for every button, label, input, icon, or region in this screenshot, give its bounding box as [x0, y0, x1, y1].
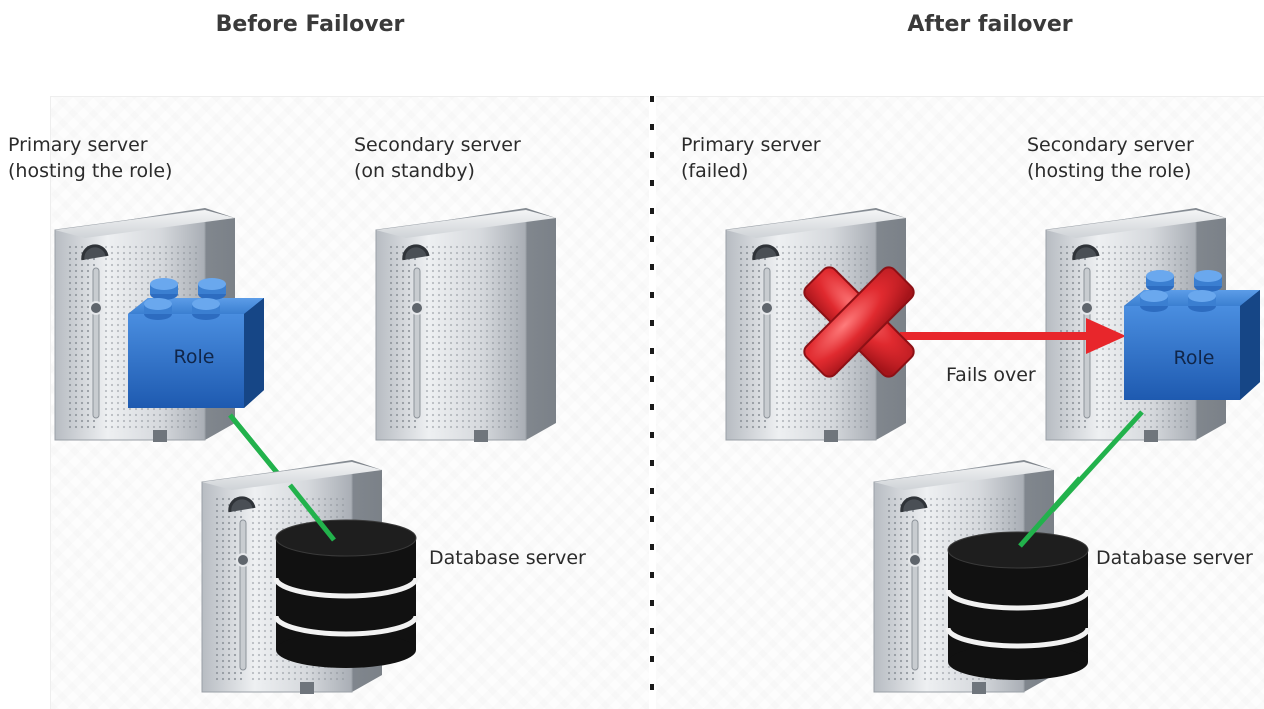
secondary-server-icon: [374, 206, 558, 444]
role-label-after: Role: [1174, 347, 1215, 369]
before-failover-heading: Before Failover: [215, 12, 405, 37]
secondary-server-label: Secondary server (on standby): [354, 132, 521, 184]
database-server-label: Database server: [429, 547, 586, 569]
primary-server-status: (hosting the role): [8, 160, 173, 182]
primary-server-label: Primary server (hosting the role): [8, 132, 172, 184]
database-server-label-after: Database server: [1096, 547, 1253, 569]
db-connection-line-top: [288, 483, 336, 542]
new-host-status: (hosting the role): [1027, 160, 1192, 182]
primary-server-title: Primary server: [8, 134, 148, 156]
panel-divider: [650, 96, 654, 708]
failed-x-icon: [803, 266, 915, 378]
failed-primary-server-label: Primary server (failed): [681, 132, 821, 184]
new-host-server-label: Secondary server (hosting the role): [1027, 132, 1194, 184]
after-failover-heading: After failover: [907, 12, 1073, 37]
secondary-server-status: (on standby): [354, 160, 475, 182]
role-label: Role: [174, 346, 215, 368]
database-cylinder-icon: [276, 520, 416, 668]
fails-over-label: Fails over: [946, 364, 1036, 386]
failover-arrow: [900, 318, 1126, 354]
db-connection-line-after-top: [1018, 476, 1082, 548]
database-cylinder-icon-after: [948, 532, 1088, 680]
new-host-title: Secondary server: [1027, 134, 1194, 156]
failed-primary-title: Primary server: [681, 134, 821, 156]
secondary-server-title: Secondary server: [354, 134, 521, 156]
failed-primary-status: (failed): [681, 160, 749, 182]
